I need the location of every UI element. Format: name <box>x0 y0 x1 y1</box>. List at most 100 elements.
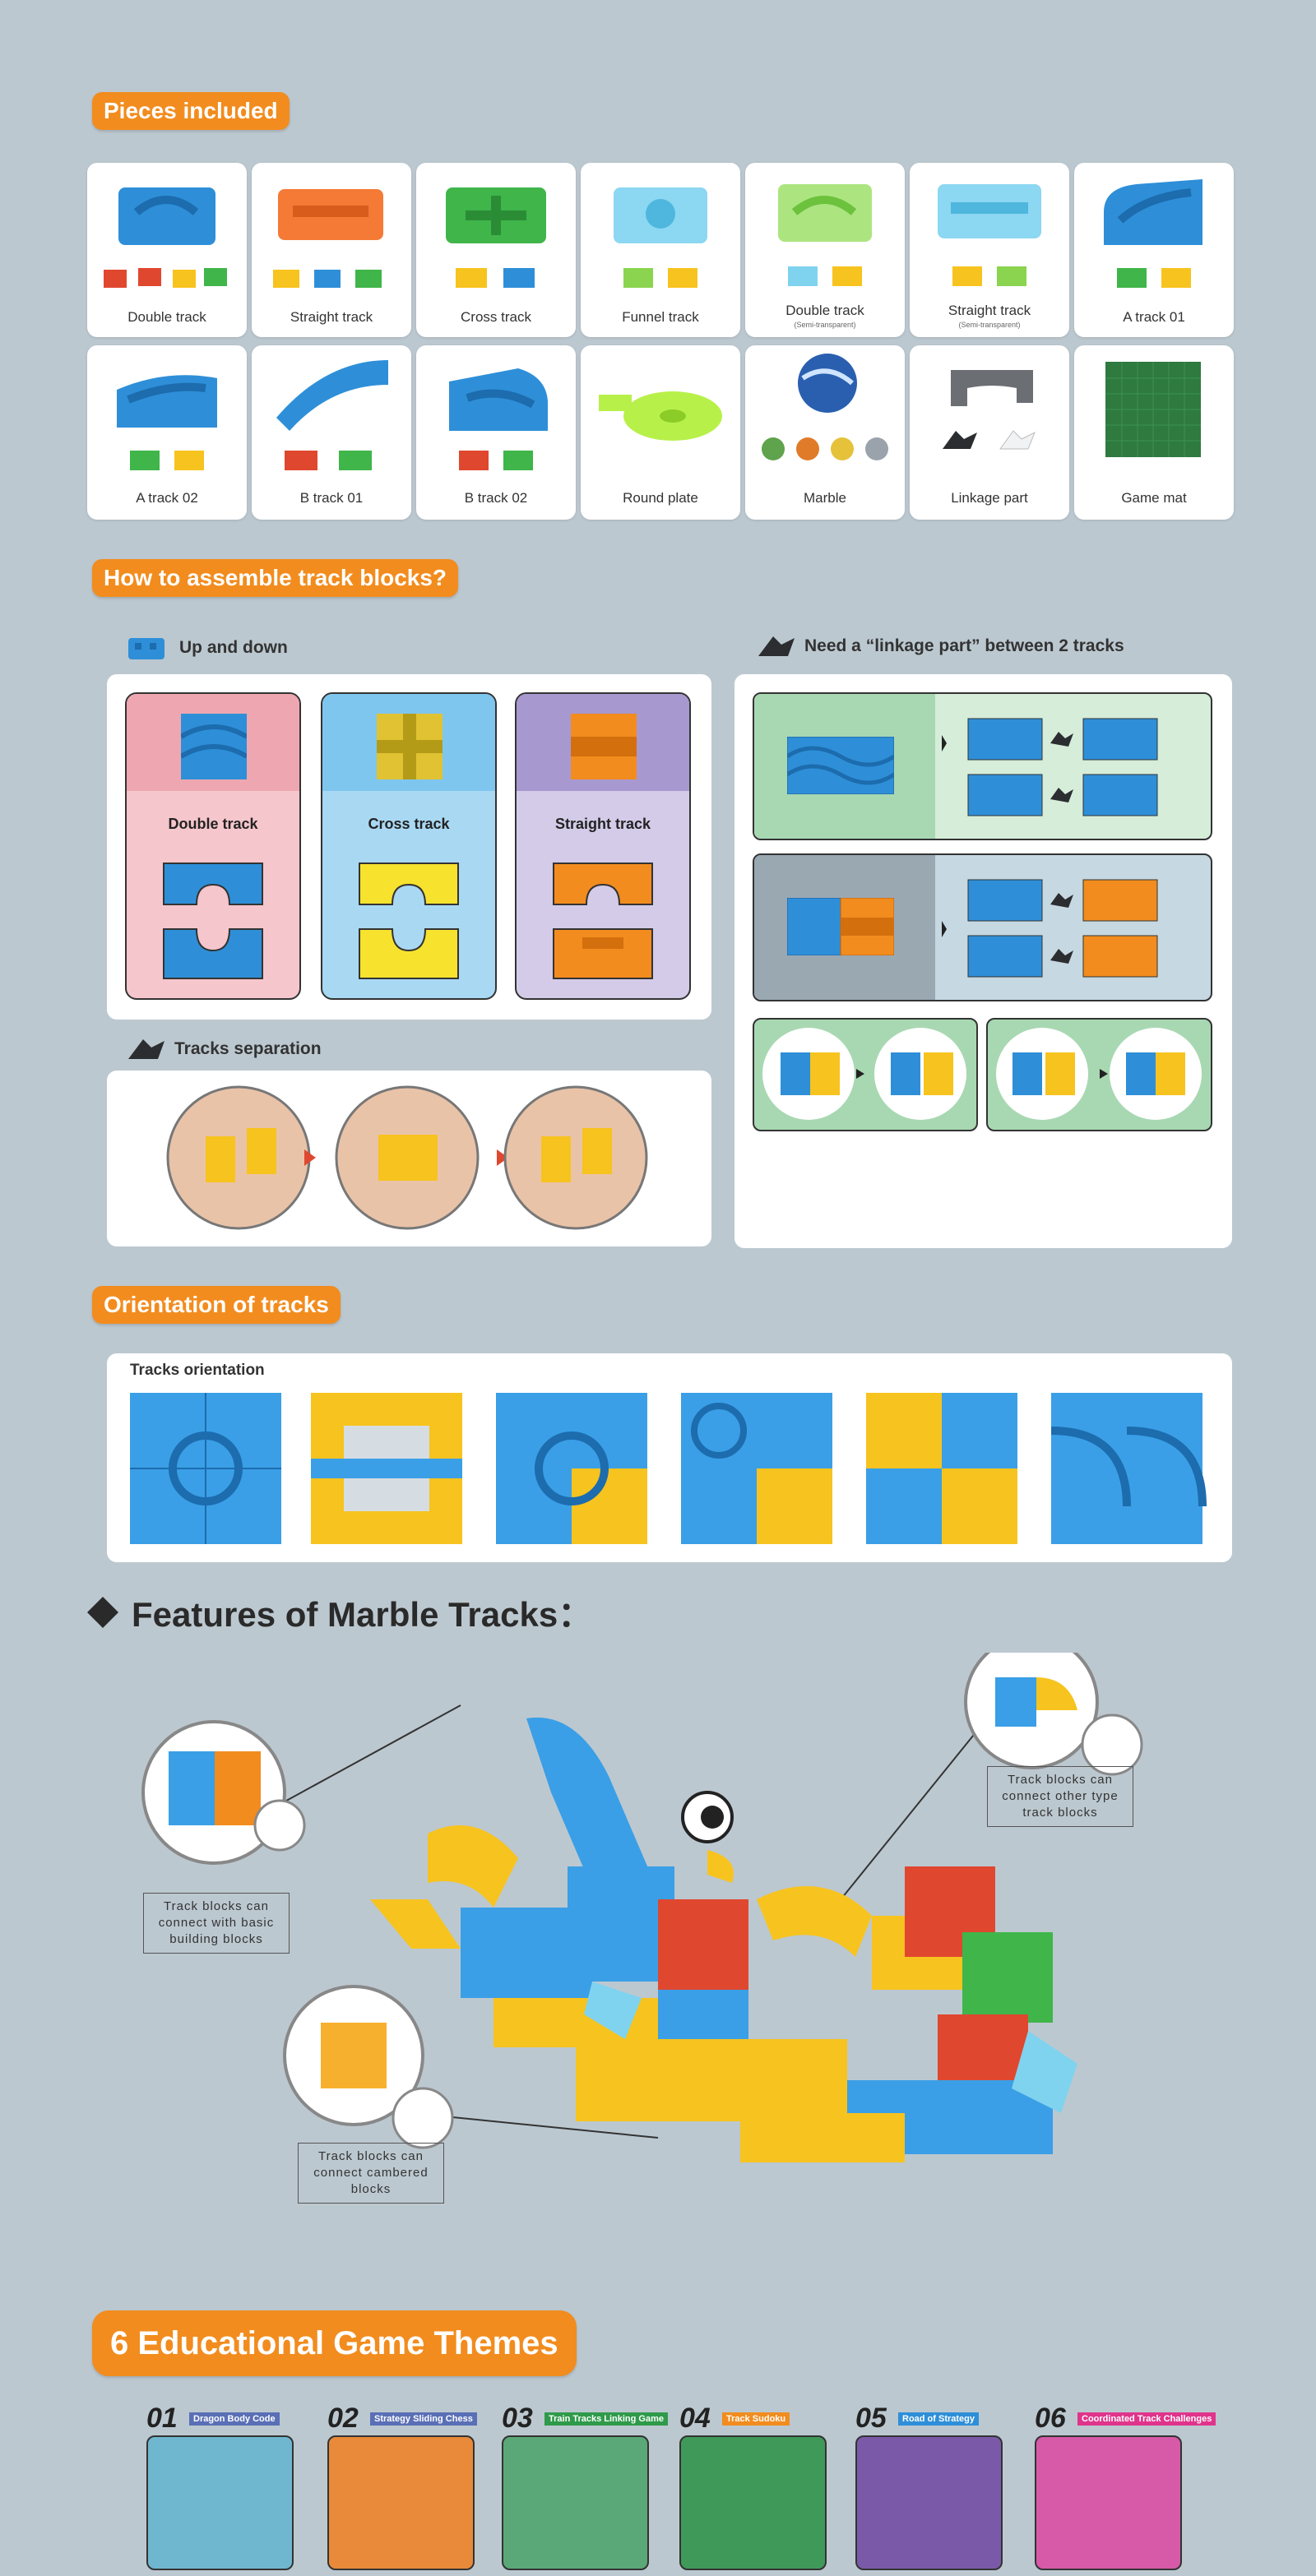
up-down-heading: Up and down <box>123 631 288 664</box>
straight-track-image <box>273 189 383 288</box>
piece-card: Straight track <box>252 163 411 337</box>
callout-basic-blocks: Track blocks can connect with basic buil… <box>143 1893 290 1954</box>
double-track-column: Double track <box>125 692 301 1000</box>
theme-card: 05 Road of Strategy <box>855 2403 1003 2570</box>
piece-label: Marble <box>804 490 846 506</box>
piece-label: Double track <box>127 309 206 325</box>
theme-tag: Road of Strategy <box>898 2412 980 2426</box>
block-icon <box>128 638 164 659</box>
orientation-card: Tracks orientation <box>107 1353 1232 1562</box>
theme-tag: Dragon Body Code <box>189 2412 280 2426</box>
diamond-icon <box>87 1596 118 1628</box>
linkage-photo-left-image <box>762 1028 966 1120</box>
theme-tag: Strategy Sliding Chess <box>370 2412 477 2426</box>
theme-tag: Train Tracks Linking Game <box>544 2412 668 2426</box>
straight-track-semi-image <box>938 184 1041 286</box>
features-title: Features of Marble Tracks： <box>86 1587 592 1637</box>
separation-steps-image <box>166 1085 648 1230</box>
piece-card: Double track <box>87 163 247 337</box>
piece-card: B track 01 <box>252 345 411 520</box>
piece-label: A track 01 <box>1123 309 1185 325</box>
theme-card: 02 Strategy Sliding Chess <box>327 2403 477 2570</box>
assemble-section-title: How to assemble track blocks? <box>92 559 459 597</box>
mixed-track-plan-icon <box>787 898 894 955</box>
piece-card: Cross track <box>416 163 576 337</box>
theme-number: 01 <box>146 2403 178 2434</box>
up-down-card: Double track Cross track Straight track <box>107 674 711 1020</box>
b-track-01-image <box>276 360 388 470</box>
theme-number: 05 <box>855 2403 887 2434</box>
theme-tag: Coordinated Track Challenges <box>1077 2412 1216 2426</box>
straight-track-top-icon <box>571 714 637 779</box>
orientation-3 <box>496 1393 647 1544</box>
piece-card: Marble <box>745 345 905 520</box>
straight-track-column: Straight track <box>515 692 691 1000</box>
piece-label: Linkage part <box>951 490 1028 506</box>
column-label: Straight track <box>554 816 651 832</box>
double-track-plan-icon <box>787 737 894 794</box>
linkage-photo-right <box>986 1018 1212 1131</box>
themes-section-title: 6 Educational Game Themes <box>92 2310 577 2376</box>
theme-number: 03 <box>502 2403 533 2434</box>
column-label: Double track <box>168 816 258 832</box>
callout-cambered-blocks: Track blocks can connect cambered blocks <box>298 2143 444 2204</box>
double-track-image <box>104 187 227 288</box>
cross-track-image <box>446 187 546 288</box>
cross-track-column: Cross track <box>321 692 497 1000</box>
straight-track-blocks <box>553 863 653 979</box>
round-plate-image <box>599 391 722 441</box>
orientation-1 <box>130 1393 281 1544</box>
callout-other-tracks: Track blocks can connect other type trac… <box>987 1766 1133 1827</box>
piece-sublabel: (Semi-transparent) <box>958 321 1021 329</box>
theme-image <box>502 2435 649 2570</box>
orientation-6 <box>1050 1393 1207 1544</box>
linkage-double-blocks <box>942 718 1158 816</box>
separation-heading: Tracks separation <box>123 1034 322 1064</box>
theme-number: 04 <box>679 2403 711 2434</box>
piece-label: B track 01 <box>299 490 364 506</box>
piece-card: B track 02 <box>416 345 576 520</box>
piece-card: A track 02 <box>87 345 247 520</box>
theme-image <box>679 2435 827 2570</box>
double-track-top-icon <box>181 714 247 779</box>
theme-card: 01 Dragon Body Code <box>146 2403 294 2570</box>
piece-sublabel: (Semi-transparent) <box>794 321 856 329</box>
double-track-semi-image <box>778 184 872 286</box>
theme-number: 06 <box>1035 2403 1066 2434</box>
column-label: Cross track <box>368 816 450 832</box>
linkage-card <box>734 674 1232 1248</box>
orientation-5 <box>866 1393 1017 1544</box>
marble-image <box>762 354 888 460</box>
piece-card: Game mat <box>1074 345 1234 520</box>
theme-number: 02 <box>327 2403 359 2434</box>
piece-label: Game mat <box>1121 490 1187 506</box>
linkage-photo-left <box>753 1018 978 1131</box>
theme-card: 04 Track Sudoku <box>679 2403 827 2570</box>
linkage-part-image <box>943 370 1036 450</box>
piece-label: Cross track <box>461 309 531 325</box>
b-track-02-image <box>449 368 548 470</box>
piece-card: Double track (Semi-transparent) <box>745 163 905 337</box>
piece-label: Funnel track <box>622 309 699 325</box>
cross-track-blocks <box>359 863 459 979</box>
piece-card: A track 01 <box>1074 163 1234 337</box>
piece-card: Funnel track <box>581 163 740 337</box>
theme-image <box>855 2435 1003 2570</box>
piece-card: Round plate <box>581 345 740 520</box>
a-track-01-image <box>1104 179 1202 288</box>
theme-tag: Track Sudoku <box>722 2412 790 2426</box>
piece-label: B track 02 <box>464 490 528 506</box>
orientation-section-title: Orientation of tracks <box>92 1286 341 1324</box>
linkage-mixed-row <box>753 853 1212 1001</box>
theme-image <box>327 2435 475 2570</box>
theme-card: 06 Coordinated Track Challenges <box>1035 2403 1216 2570</box>
theme-image <box>1035 2435 1182 2570</box>
linkage-mixed-blocks <box>942 879 1158 978</box>
game-mat-image <box>1105 362 1201 457</box>
piece-card: Straight track (Semi-transparent) <box>910 163 1069 337</box>
theme-card: 03 Train Tracks Linking Game <box>502 2403 668 2570</box>
orientation-2 <box>311 1393 462 1544</box>
a-track-02-image <box>117 375 217 470</box>
theme-image <box>146 2435 294 2570</box>
orientation-4 <box>681 1393 832 1544</box>
